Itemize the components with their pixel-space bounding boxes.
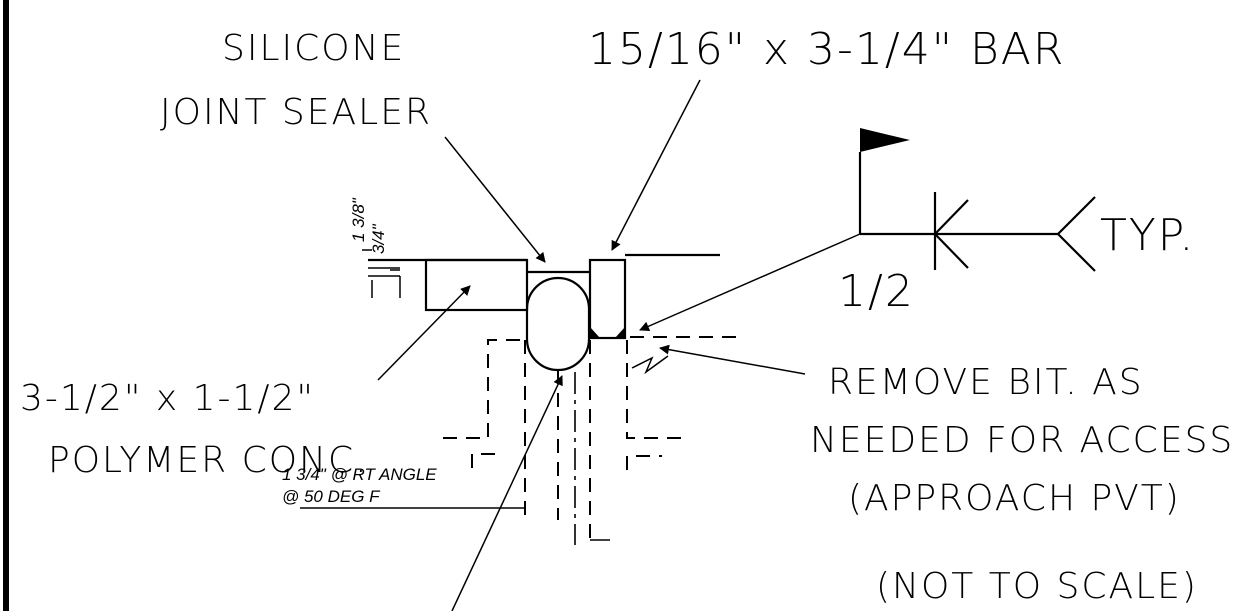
deck-surface [368, 253, 740, 338]
not-to-scale-label: (NOT TO SCALE) [876, 566, 1198, 607]
weld-size-label: 1/2 [838, 266, 915, 317]
hidden-slab-right [589, 340, 685, 540]
leader-bar [611, 79, 701, 251]
remove-bit-label-line2: NEEDED FOR ACCESS [810, 420, 1234, 461]
depth-dimensions [362, 249, 400, 271]
bar-label: 15/16" x 3-1/4" BAR [588, 24, 1065, 75]
gap-label-line1: 1 3/4" @ RT ANGLE [282, 465, 437, 484]
silicone-joint-sealer [525, 276, 591, 372]
gap-label-line2: @ 50 DEG F [282, 487, 381, 506]
dim-3-4-label: 3/4" [369, 223, 388, 254]
leader-silicone [444, 136, 546, 263]
polymer-concrete-block [424, 258, 529, 312]
gap-dimension [300, 507, 610, 541]
weld-typ-label: TYP. [1100, 210, 1195, 261]
leader-gap [451, 375, 563, 611]
silicone-label-line1: SILICONE [222, 28, 405, 69]
leader-remove-bit [659, 344, 806, 375]
polymer-label-line1: 3-1/2" x 1-1/2" [20, 378, 315, 419]
steel-bar [588, 258, 627, 340]
polymer-label-line2: POLYMER CONC. [48, 440, 369, 481]
field-weld-flag-icon [860, 128, 910, 152]
remove-bit-label-line1: REMOVE BIT. AS [828, 362, 1144, 403]
weld-symbol [858, 128, 1096, 272]
hidden-slab-left [440, 339, 559, 520]
silicone-label-line2: JOINT SEALER [160, 92, 432, 133]
dim-1-3-8-label: 1 3/8" [349, 197, 368, 242]
remove-bit-label-line3: (APPROACH PVT) [848, 478, 1181, 519]
leader-polymer [377, 285, 471, 381]
leader-weld [639, 233, 861, 331]
